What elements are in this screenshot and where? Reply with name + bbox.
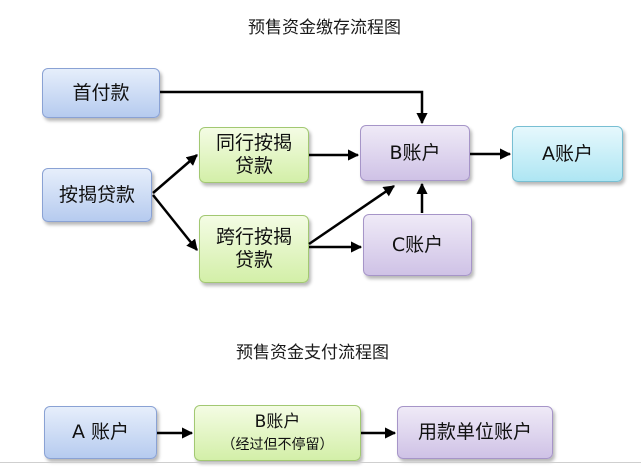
account-a-node: A账户 [512,126,623,182]
account-b-label: B账户 [389,141,441,164]
receiver-account-node: 用款单位账户 [397,406,553,459]
bottom-divider [0,462,641,463]
payment-account-b-node: B账户 （经过但不停留） [194,405,361,461]
arrow-mortgage-to-cross-bank [152,194,198,251]
payment-account-b-note: （经过但不停留） [221,436,334,453]
account-c-node: C账户 [363,214,472,276]
receiver-account-label: 用款单位账户 [417,421,532,444]
cross-bank-mortgage-label-line1: 跨行按揭 [215,226,292,249]
arrow-down-payment-to-b [160,90,428,125]
down-payment-node: 首付款 [42,68,160,118]
account-a-label: A账户 [542,142,593,165]
payment-account-a-label: A 账户 [71,421,130,444]
account-c-label: C账户 [391,233,444,256]
mortgage-loan-node: 按揭贷款 [42,168,152,222]
payment-account-a-node: A 账户 [44,406,157,459]
cross-bank-mortgage-node: 跨行按揭 贷款 [199,215,309,283]
arrow-mortgage-to-same-bank [152,154,198,194]
down-payment-label: 首付款 [72,81,130,104]
payment-flow-title: 预售资金支付流程图 [236,343,389,363]
deposit-flow-title: 预售资金缴存流程图 [248,18,401,38]
same-bank-mortgage-node: 同行按揭 贷款 [199,127,309,183]
mortgage-loan-label: 按揭贷款 [58,183,135,206]
payment-account-b-label: B账户 [254,412,301,433]
arrow-cross-bank-to-b [308,184,395,246]
account-b-node: B账户 [360,125,470,181]
cross-bank-mortgage-label-line2: 贷款 [234,249,273,271]
same-bank-mortgage-label-line2: 贷款 [234,155,273,177]
same-bank-mortgage-label-line1: 同行按揭 [215,132,292,155]
